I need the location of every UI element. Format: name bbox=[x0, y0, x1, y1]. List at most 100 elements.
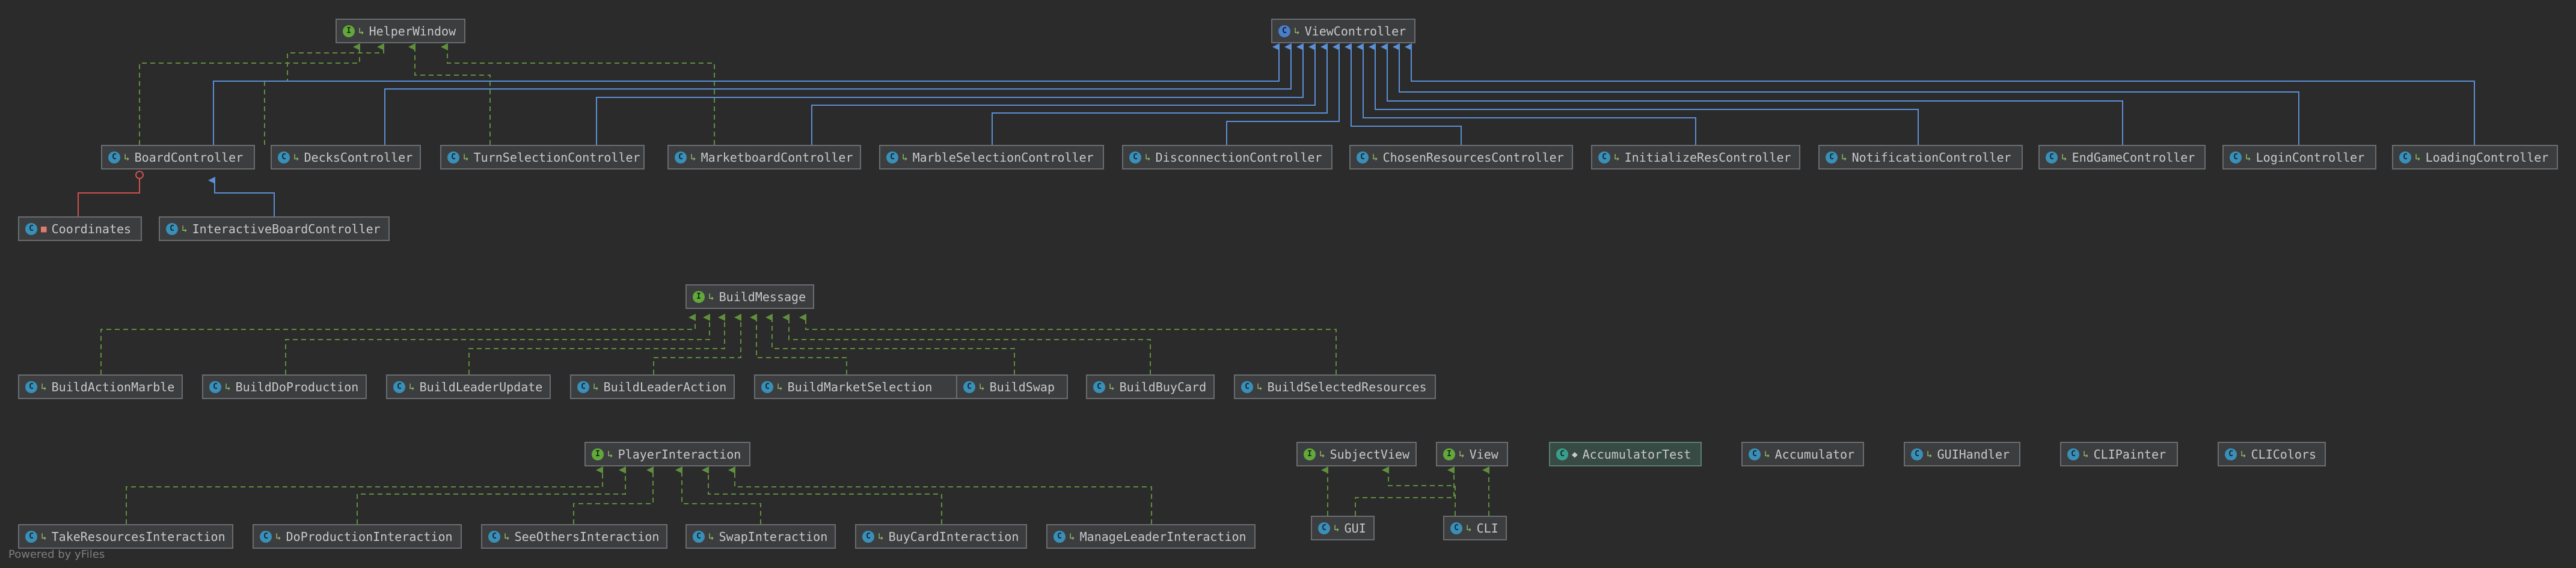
node-gui-handler[interactable]: C ↳ GUIHandler bbox=[1904, 442, 2020, 466]
node-marble-selection-controller[interactable]: C ↳ MarbleSelectionController bbox=[879, 145, 1104, 169]
node-label: TakeResourcesInteraction bbox=[51, 529, 225, 544]
public-visibility-icon: ↳ bbox=[1459, 448, 1465, 460]
interface-icon: I bbox=[1304, 448, 1316, 460]
node-cli[interactable]: C ↳ CLI bbox=[1443, 516, 1507, 540]
class-icon: C bbox=[25, 380, 37, 393]
class-icon: C bbox=[963, 380, 975, 393]
node-end-game-controller[interactable]: C ↳ EndGameController bbox=[2038, 145, 2206, 169]
node-take-resources-interaction[interactable]: C ↳ TakeResourcesInteraction bbox=[18, 524, 233, 549]
node-accumulator-test[interactable]: C ◆ AccumulatorTest bbox=[1549, 442, 1702, 466]
class-icon: C bbox=[1241, 380, 1253, 393]
node-notification-controller[interactable]: C ↳ NotificationController bbox=[1818, 145, 2023, 169]
node-helper-window[interactable]: I ↳ HelperWindow bbox=[336, 19, 465, 43]
edge-initres-to-view bbox=[1357, 43, 1696, 145]
class-icon: C bbox=[166, 222, 178, 235]
node-buy-card-interaction[interactable]: C ↳ BuyCardInteraction bbox=[855, 524, 1027, 549]
node-label: BuildMarketSelection bbox=[787, 379, 933, 394]
node-subject-view[interactable]: I ↳ SubjectView bbox=[1296, 442, 1417, 466]
class-icon: C bbox=[488, 530, 500, 543]
node-initialize-res-controller[interactable]: C ↳ InitializeResController bbox=[1591, 145, 1800, 169]
node-label: Coordinates bbox=[51, 221, 132, 236]
node-disconnection-controller[interactable]: C ↳ DisconnectionController bbox=[1122, 145, 1332, 169]
public-visibility-icon: ↳ bbox=[708, 291, 714, 302]
node-label: PlayerInteraction bbox=[618, 447, 741, 462]
node-build-do-production[interactable]: C ↳ BuildDoProduction bbox=[202, 374, 367, 399]
edge-interactive-to-board bbox=[208, 177, 275, 216]
edge-turn-to-helper bbox=[408, 43, 491, 145]
node-swap-interaction[interactable]: C ↳ SwapInteraction bbox=[685, 524, 836, 549]
node-build-swap[interactable]: C ↳ BuildSwap bbox=[956, 374, 1068, 399]
node-turn-selection-controller[interactable]: C ↳ TurnSelectionController bbox=[440, 145, 645, 169]
class-icon: C bbox=[1749, 448, 1761, 460]
node-gui[interactable]: C ↳ GUI bbox=[1311, 516, 1375, 540]
edge-si-to-pi bbox=[675, 466, 761, 524]
node-interactive-board-controller[interactable]: C ↳ InteractiveBoardController bbox=[159, 216, 390, 241]
edge-bci-to-pi bbox=[702, 466, 942, 524]
public-visibility-icon: ↳ bbox=[293, 151, 299, 163]
public-visibility-icon: ↳ bbox=[124, 151, 130, 163]
public-visibility-icon: ↳ bbox=[409, 381, 415, 392]
node-board-controller[interactable]: C ↳ BoardController bbox=[101, 145, 255, 169]
node-label: BuildDoProduction bbox=[235, 379, 359, 394]
node-label: BoardController bbox=[134, 150, 244, 165]
class-icon: C bbox=[886, 151, 898, 163]
node-view[interactable]: I ↳ View bbox=[1436, 442, 1508, 466]
interface-icon: I bbox=[592, 448, 604, 460]
class-icon: C bbox=[1911, 448, 1923, 460]
node-see-others-interaction[interactable]: C ↳ SeeOthersInteraction bbox=[481, 524, 667, 549]
edge-loading-to-view bbox=[1405, 43, 2475, 145]
node-chosen-resources-controller[interactable]: C ↳ ChosenResourcesController bbox=[1349, 145, 1573, 169]
node-label: DecksController bbox=[304, 150, 413, 165]
class-icon: C bbox=[2399, 151, 2411, 163]
node-player-interaction[interactable]: I ↳ PlayerInteraction bbox=[584, 442, 750, 466]
public-visibility-icon: ↳ bbox=[225, 381, 231, 392]
class-icon: C bbox=[2225, 448, 2237, 460]
node-build-leader-update[interactable]: C ↳ BuildLeaderUpdate bbox=[386, 374, 551, 399]
node-build-market-selection[interactable]: C ↳ BuildMarketSelection bbox=[754, 374, 986, 399]
node-manage-leader-interaction[interactable]: C ↳ ManageLeaderInteraction bbox=[1046, 524, 1256, 549]
node-marketboard-controller[interactable]: C ↳ MarketboardController bbox=[667, 145, 861, 169]
private-visibility-icon: ■ bbox=[41, 223, 47, 234]
edge-dpi-to-pi bbox=[357, 466, 626, 524]
node-build-message[interactable]: I ↳ BuildMessage bbox=[685, 284, 814, 309]
node-build-buy-card[interactable]: C ↳ BuildBuyCard bbox=[1086, 374, 1215, 399]
node-build-selected-resources[interactable]: C ↳ BuildSelectedResources bbox=[1234, 374, 1436, 399]
public-visibility-icon: ↳ bbox=[1319, 448, 1325, 460]
node-label: LoginController bbox=[2256, 150, 2365, 165]
interface-icon: I bbox=[343, 25, 355, 37]
node-accumulator[interactable]: C ↳ Accumulator bbox=[1741, 442, 1864, 466]
public-visibility-icon: ↳ bbox=[1109, 381, 1115, 392]
public-visibility-icon: ↳ bbox=[1927, 448, 1933, 460]
node-label: Accumulator bbox=[1774, 447, 1855, 462]
inner-class-marker bbox=[135, 171, 144, 179]
node-decks-controller[interactable]: C ↳ DecksController bbox=[271, 145, 421, 169]
public-visibility-icon: ↳ bbox=[504, 531, 510, 542]
node-label: LoadingController bbox=[2425, 150, 2549, 165]
public-visibility-icon: ↳ bbox=[2415, 151, 2421, 163]
node-view-controller[interactable]: C ↳ ViewController bbox=[1271, 19, 1415, 43]
node-cli-colors[interactable]: C ↳ CLIColors bbox=[2218, 442, 2326, 466]
public-visibility-icon: ↳ bbox=[1372, 151, 1378, 163]
node-coordinates[interactable]: C ■ Coordinates bbox=[18, 216, 142, 241]
node-label: BuildLeaderAction bbox=[603, 379, 727, 394]
public-visibility-icon: ↳ bbox=[1145, 151, 1151, 163]
public-visibility-icon: ↳ bbox=[182, 223, 188, 234]
node-label: TurnSelectionController bbox=[473, 150, 640, 165]
edge-coordinates-to-board bbox=[78, 177, 140, 216]
node-build-action-marble[interactable]: C ↳ BuildActionMarble bbox=[18, 374, 183, 399]
edge-cli-to-subjectview bbox=[1382, 466, 1456, 516]
edge-bdp-to-bm bbox=[285, 314, 710, 374]
node-cli-painter[interactable]: C ↳ CLIPainter bbox=[2060, 442, 2178, 466]
view-controller-edges bbox=[213, 43, 2475, 145]
node-loading-controller[interactable]: C ↳ LoadingController bbox=[2392, 145, 2558, 169]
edge-bam-to-bm bbox=[100, 314, 696, 374]
public-visibility-icon: ↳ bbox=[2240, 448, 2246, 460]
node-do-production-interaction[interactable]: C ↳ DoProductionInteraction bbox=[253, 524, 462, 549]
node-label: HelperWindow bbox=[369, 23, 456, 38]
node-login-controller[interactable]: C ↳ LoginController bbox=[2222, 145, 2376, 169]
public-visibility-icon: ↳ bbox=[2061, 151, 2067, 163]
public-visibility-icon: ↳ bbox=[1764, 448, 1770, 460]
class-icon: C bbox=[1093, 380, 1105, 393]
edge-bbc-to-bm bbox=[782, 314, 1151, 374]
node-build-leader-action[interactable]: C ↳ BuildLeaderAction bbox=[570, 374, 735, 399]
